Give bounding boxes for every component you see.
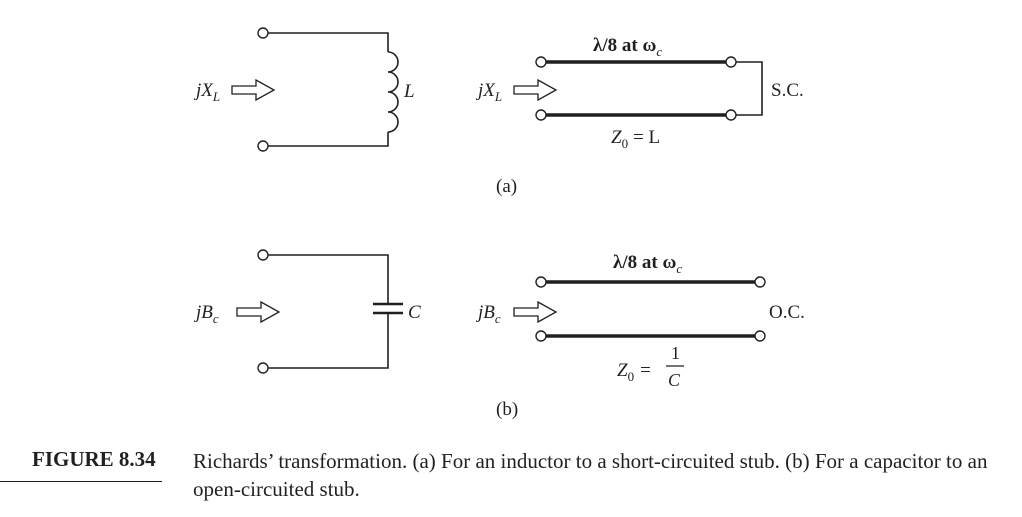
figure-caption: Richards’ transformation. (a) For an ind… (193, 449, 988, 501)
caption-divider (0, 481, 162, 482)
stub-impedance-label: Z0= 1 C (617, 343, 684, 390)
x-subscript: L (212, 89, 220, 104)
svg-text:jBc: jBc (193, 302, 219, 326)
stub-input-terminal-bottom (535, 330, 547, 342)
short-circuit-label: S.C. (771, 80, 804, 101)
figure-number: FIGURE 8.34 (32, 447, 156, 471)
stub-length-label: λ/8 at ωc (593, 35, 662, 59)
input-reactance-label: jXL (193, 78, 276, 104)
inductor-circuit: L (257, 27, 415, 152)
stub-end-terminal-top (725, 56, 737, 68)
stub-input-terminal-top (535, 276, 547, 288)
terminal-top (257, 27, 269, 39)
capacitor-circuit: C (257, 249, 421, 374)
open-circuited-stub: λ/8 at ωc O.C. Z0= 1 C (535, 252, 805, 390)
panel-a-label: (a) (496, 176, 517, 197)
terminal-bottom (257, 362, 269, 374)
svg-text:jXL: jXL (193, 80, 220, 104)
stub-end-terminal-top (754, 276, 766, 288)
short-circuited-stub: λ/8 at ωc S.C. Z0= L (535, 35, 804, 151)
stub-end-terminal-bottom (754, 330, 766, 342)
stub-impedance-label: Z0= L (611, 127, 660, 151)
x-symbol: X (200, 80, 214, 101)
capacitor-label: C (408, 302, 421, 323)
fraction-denominator: C (668, 370, 681, 390)
stub-input-terminal-bottom (535, 109, 547, 121)
input-arrow-icon (236, 300, 281, 324)
input-susceptance-label: jBc (193, 300, 281, 326)
open-circuit-label: O.C. (769, 302, 805, 323)
fraction-numerator: 1 (671, 343, 680, 363)
panel-a: L jXL λ/8 at ωc S.C. Z0= L jXL (a) (193, 27, 804, 197)
inductor-label: L (403, 81, 415, 102)
stub-input-arrow-icon (513, 300, 558, 324)
panel-b-label: (b) (496, 399, 518, 420)
stub-input-reactance-label: jXL (475, 78, 558, 104)
stub-input-terminal-top (535, 56, 547, 68)
svg-text:jBc: jBc (475, 302, 501, 326)
stub-input-arrow-icon (513, 78, 558, 102)
terminal-top (257, 249, 269, 261)
svg-text:Z0=: Z0= (617, 360, 651, 384)
short-circuit-wire (736, 61, 763, 116)
stub-length-label: λ/8 at ωc (613, 252, 682, 276)
svg-text:jXL: jXL (475, 80, 502, 104)
stub-end-terminal-bottom (725, 109, 737, 121)
terminal-bottom (257, 140, 269, 152)
j-symbol: j (193, 80, 201, 101)
panel-b: C jBc λ/8 at ωc O.C. Z0= 1 C jBc (193, 249, 805, 420)
input-arrow-icon (231, 78, 276, 102)
stub-input-susceptance-label: jBc (475, 300, 558, 326)
